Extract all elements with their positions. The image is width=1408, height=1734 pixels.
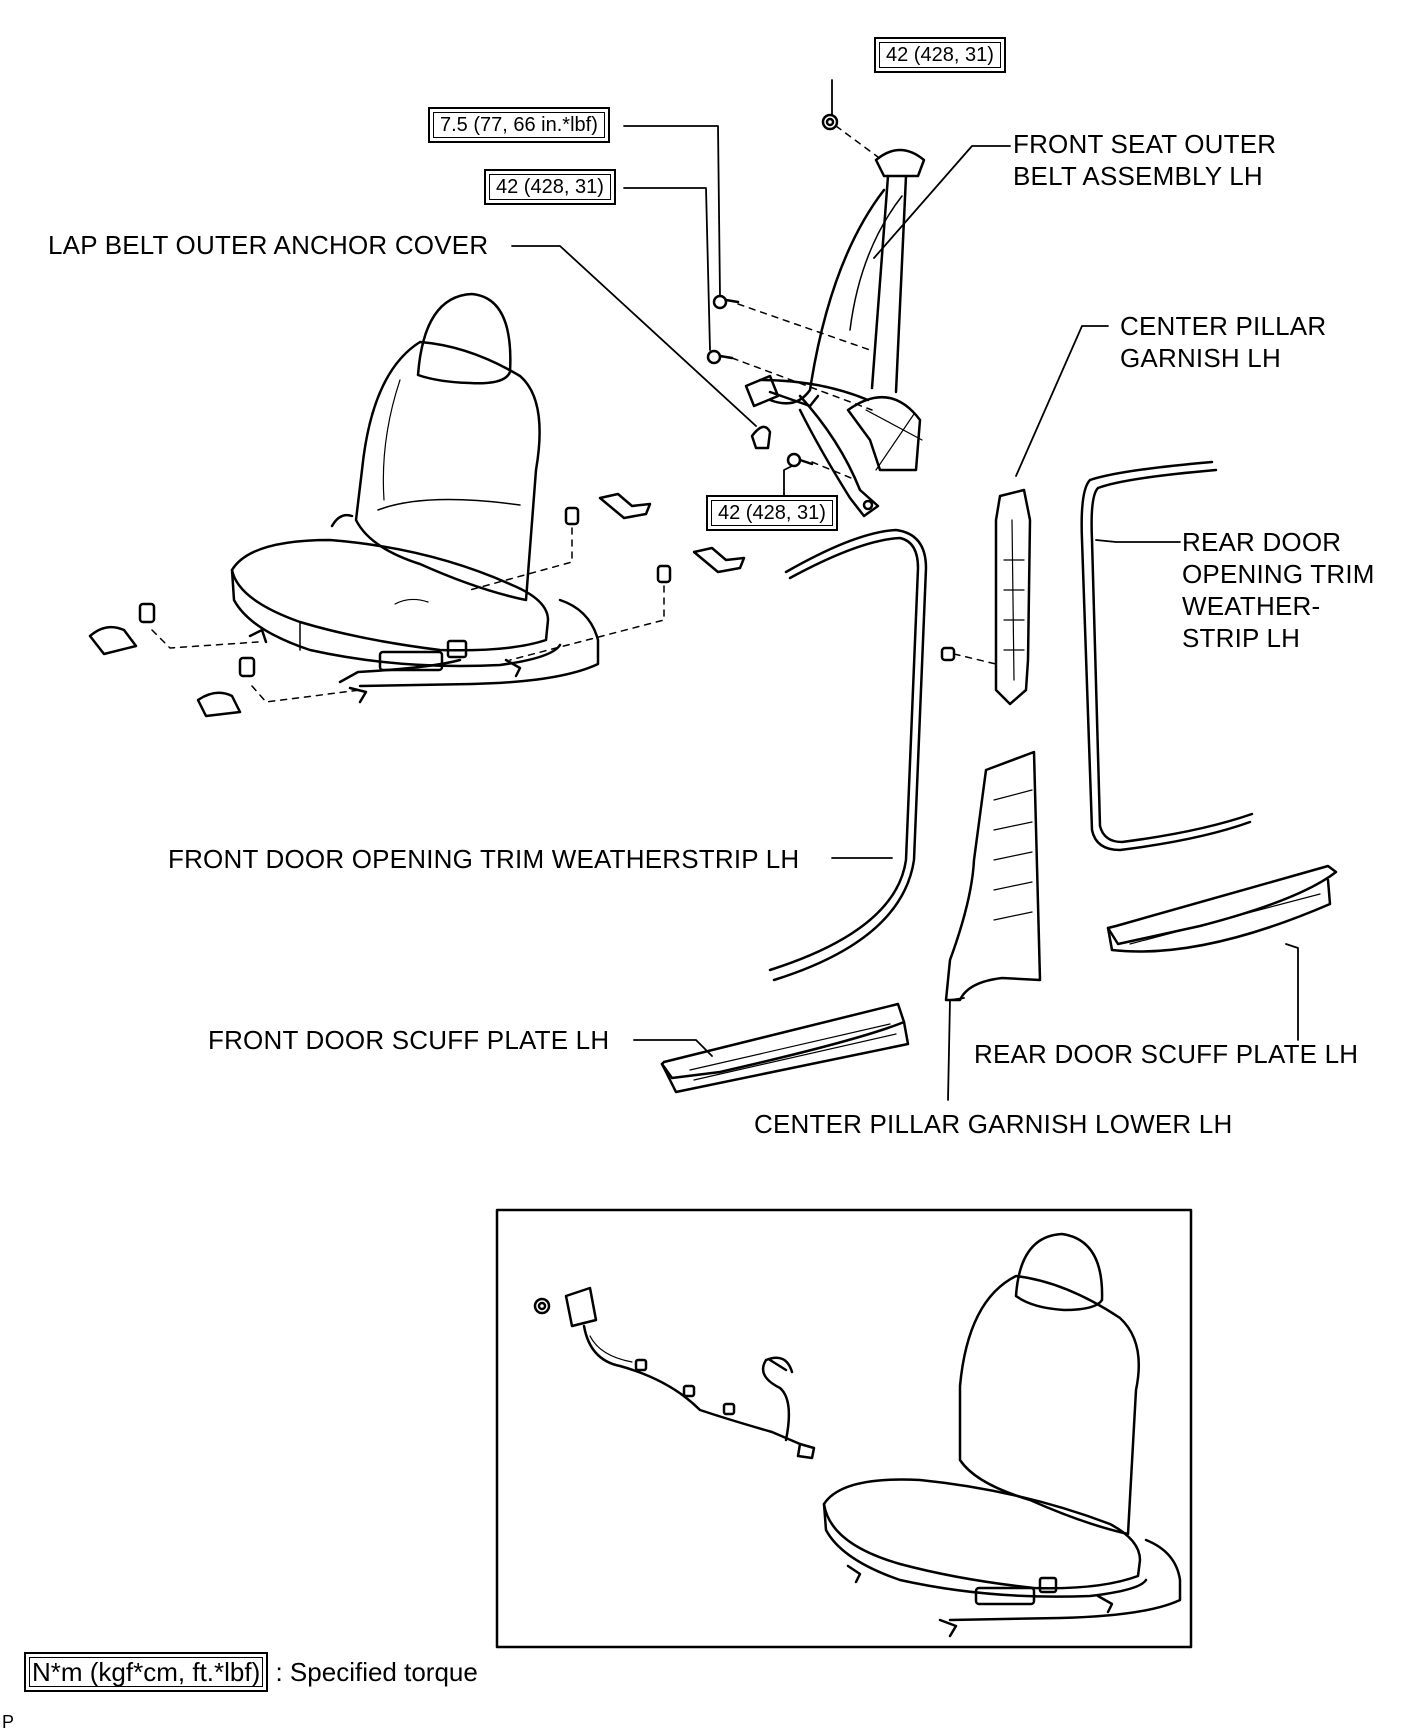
label-center-pillar-garnish-lower: CENTER PILLAR GARNISH LOWER LH — [754, 1109, 1233, 1139]
seat-bolts-and-covers — [88, 492, 746, 718]
center-pillar-garnish — [940, 488, 1032, 706]
figure-code: P — [2, 1712, 15, 1732]
front-door-weatherstrip — [768, 528, 928, 982]
label-front-door-opening-trim: FRONT DOOR OPENING TRIM WEATHERSTRIP LH — [168, 844, 800, 874]
torque-upper-anchor: 42 (428, 31) — [874, 37, 1006, 73]
legend-torque-unit: N*m (kgf*cm, ft.*lbf) — [24, 1652, 269, 1692]
inset-seat-illustration — [822, 1232, 1182, 1638]
torque-retractor-bolt: 42 (428, 31) — [484, 169, 616, 205]
inset-frame — [495, 1208, 1193, 1649]
torque-guide-bolt: 7.5 (77, 66 in.*lbf) — [428, 107, 610, 143]
rear-door-scuff-plate — [1106, 864, 1338, 953]
label-front-seat-outer-belt: FRONT SEAT OUTER BELT ASSEMBLY LH — [1013, 129, 1277, 191]
label-lap-belt-outer-anchor-cover: LAP BELT OUTER ANCHOR COVER — [48, 230, 489, 260]
inset-buckle-and-harness — [533, 1286, 816, 1460]
label-front-door-scuff-plate: FRONT DOOR SCUFF PLATE LH — [208, 1025, 610, 1055]
seat-belt-assembly — [706, 113, 926, 518]
front-door-scuff-plate — [660, 1002, 910, 1094]
front-seat-illustration — [230, 292, 600, 704]
torque-lower-anchor: 42 (428, 31) — [706, 495, 838, 531]
label-center-pillar-garnish: CENTER PILLAR GARNISH LH — [1120, 311, 1327, 373]
center-pillar-garnish-lower — [944, 750, 1042, 1002]
legend-description: : Specified torque — [275, 1657, 478, 1687]
rear-door-weatherstrip — [1080, 460, 1254, 852]
leader-lines — [511, 79, 1299, 1101]
legend: N*m (kgf*cm, ft.*lbf) : Specified torque — [24, 1652, 478, 1692]
label-rear-door-opening-trim: REAR DOOR OPENING TRIM WEATHER- STRIP LH — [1182, 527, 1375, 653]
label-rear-door-scuff-plate: REAR DOOR SCUFF PLATE LH — [974, 1039, 1359, 1069]
